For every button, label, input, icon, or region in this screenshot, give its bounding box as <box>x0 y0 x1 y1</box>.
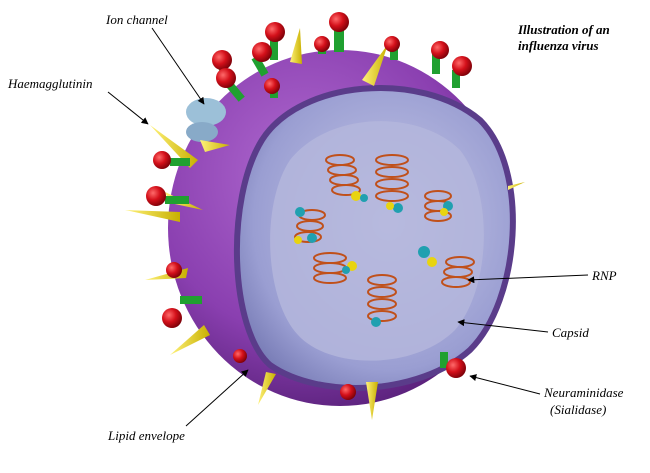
capsid-pointer <box>457 319 549 333</box>
title-line-2: influenza virus <box>518 38 599 53</box>
rnp-group <box>294 154 475 322</box>
rnp-pointer <box>467 274 589 284</box>
label-ion-channel: Ion channel <box>106 12 168 27</box>
label-lipid-envelope: Lipid envelope <box>108 428 185 443</box>
capsid-inner <box>270 121 484 361</box>
neuraminidase-pointer <box>469 374 541 395</box>
neuraminidase-group <box>146 12 472 400</box>
ion-channel <box>186 98 226 126</box>
haemagglutinin-pointer <box>107 91 149 125</box>
figure-title: Illustration of an influenza virus <box>518 22 610 54</box>
ion-channel-2 <box>186 122 218 142</box>
rnp-coil-6 <box>441 256 475 288</box>
ion-channel-pointer <box>151 27 205 105</box>
label-rnp: RNP <box>592 268 617 283</box>
label-neuraminidase: Neuraminidase <box>544 385 624 400</box>
rnp-coil-1 <box>325 154 361 196</box>
title-line-1: Illustration of an <box>518 22 610 37</box>
rnp-nodes <box>294 191 453 327</box>
rnp-coil-7 <box>367 274 397 322</box>
leader-lines <box>107 27 589 427</box>
lipid-envelope-pointer <box>185 369 249 427</box>
rnp-coil-2 <box>375 154 409 202</box>
label-haemagglutinin: Haemagglutinin <box>8 76 93 91</box>
label-capsid: Capsid <box>552 325 589 340</box>
label-sialidase: (Sialidase) <box>550 402 607 417</box>
rnp-coil-5 <box>313 252 347 284</box>
